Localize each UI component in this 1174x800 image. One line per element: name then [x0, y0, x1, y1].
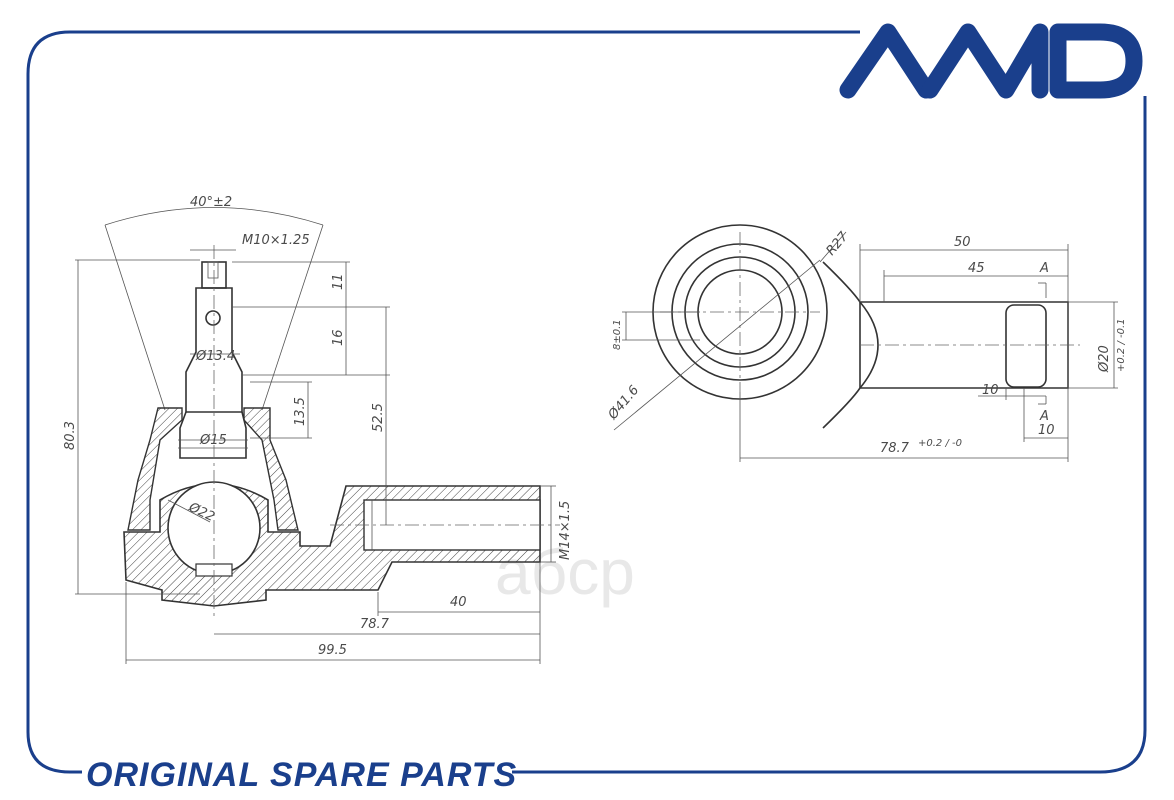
tagline: ORIGINAL SPARE PARTS — [86, 756, 517, 794]
dim-78-7-tol: +0.2 / -0 — [918, 438, 962, 449]
dim-13-4: Ø13.4 — [195, 349, 235, 364]
dim-78-7-top: 78.7 — [880, 441, 910, 456]
stud-thread-dim: M10×1.25 — [242, 233, 310, 248]
dim-13-5: 13.5 — [293, 397, 308, 426]
dim-20: Ø20 — [1097, 345, 1112, 373]
dim-99-5: 99.5 — [318, 643, 347, 658]
dim-11: 11 — [331, 273, 346, 290]
dim-10-b: 10 — [1038, 423, 1055, 438]
dim-16: 16 — [331, 329, 346, 346]
frame-border — [26, 30, 1147, 774]
dim-45: 45 — [968, 261, 985, 276]
dim-20-tol: +0.2 / -0.1 — [1116, 318, 1127, 372]
dim-8: 8±0.1 — [612, 319, 623, 350]
dim-50: 50 — [954, 235, 971, 250]
dim-80-3: 80.3 — [63, 421, 78, 450]
section-mark-bottom: A — [1039, 409, 1049, 424]
dim-41-6: Ø41.6 — [605, 383, 642, 423]
top-plan-view — [613, 224, 1118, 462]
radius-dim: R27 — [824, 229, 852, 259]
dim-15: Ø15 — [199, 433, 227, 448]
dim-40: 40 — [450, 595, 467, 610]
section-mark-top: A — [1039, 261, 1049, 276]
dim-52-5: 52.5 — [371, 403, 386, 432]
amd-logo — [839, 23, 1143, 99]
shank-thread-dim: M14×1.5 — [558, 501, 573, 560]
angle-dim: 40°±2 — [190, 195, 232, 210]
side-section-view — [75, 207, 560, 664]
dim-78-7-side: 78.7 — [360, 617, 390, 632]
dim-10-a: 10 — [982, 383, 999, 398]
